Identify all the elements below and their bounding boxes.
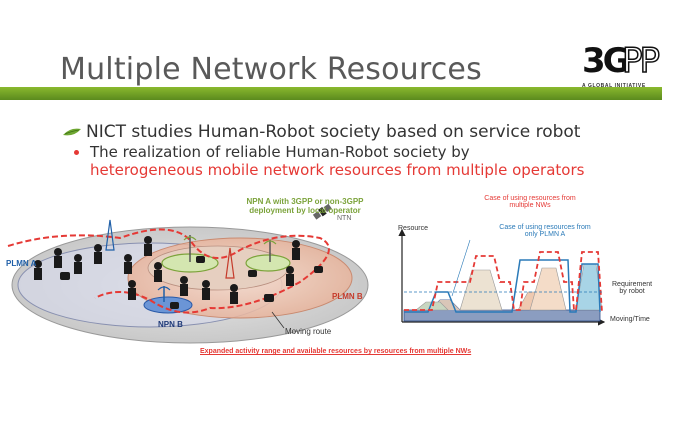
main-bullet: NICT studies Human-Robot society based o… [62, 122, 580, 142]
requirement-label: Requirement by robot [612, 281, 652, 295]
resource-time-diagram [398, 228, 606, 326]
requirement-line2: by robot [619, 288, 645, 295]
svg-text:PP: PP [622, 41, 660, 81]
case-single-label: Case of using resources from only PLMN A [480, 224, 610, 238]
multi-nw-line [404, 251, 603, 313]
main-bullet-text: NICT studies Human-Robot society based o… [86, 122, 581, 142]
npn-b-area [143, 296, 193, 314]
sub-bullet-line2: heterogeneous mobile network resources f… [90, 161, 585, 179]
people-robots-icons [34, 236, 323, 309]
plmn-a-label: PLMN A [6, 259, 37, 268]
single-nw-line [404, 259, 601, 313]
case-multi-line2: multiple NWs [509, 202, 551, 209]
moving-route-path [7, 228, 330, 314]
x-axis-label: Moving/Time [610, 316, 650, 323]
npn-a-area-2 [245, 254, 291, 272]
network-coverage-diagram [7, 203, 369, 344]
title-band [0, 87, 662, 100]
npn-b-label: NPN B [158, 320, 183, 329]
page-title: Multiple Network Resources [60, 52, 482, 87]
npn-a-label: NPN A with 3GPP or non-3GPP deployment b… [235, 197, 375, 215]
antenna-icon [183, 235, 197, 262]
diagram-caption: Expanded activity range and available re… [200, 348, 472, 355]
requirement-line1: Requirement [612, 281, 653, 288]
case-single-line2: only PLMN A [524, 231, 566, 238]
npn-a-label-line2: deployment by local operator [249, 206, 361, 215]
ntn-label: NTN [337, 215, 352, 222]
y-axis-label: Resource [398, 225, 428, 232]
case-single-line1: Case of using resources from [499, 224, 591, 231]
sub-bullet-line1: The realization of reliable Human-Robot … [90, 143, 470, 161]
npn-a-label-line1: NPN A with 3GPP or non-3GPP [246, 197, 364, 206]
3gpp-logo: 3G PP [582, 40, 662, 82]
route-pointer [271, 311, 285, 329]
pointer-line [451, 239, 471, 297]
plmn-b-label: PLMN B [332, 292, 363, 301]
case-multi-line1: Case of using resources from [484, 195, 576, 202]
tower-icon [225, 247, 235, 279]
satellite-icon [312, 203, 332, 220]
sub-bullet-dot [74, 150, 79, 155]
case-multi-label: Case of using resources from multiple NW… [470, 195, 590, 209]
tower-icon [105, 219, 115, 251]
leaf-bullet-icon [63, 128, 81, 136]
svg-text:3G: 3G [582, 41, 629, 81]
antenna-icon [157, 286, 171, 302]
antenna-icon [263, 240, 277, 262]
logo-tagline: A GLOBAL INITIATIVE [582, 83, 646, 89]
moving-route-label: Moving route [285, 327, 332, 336]
